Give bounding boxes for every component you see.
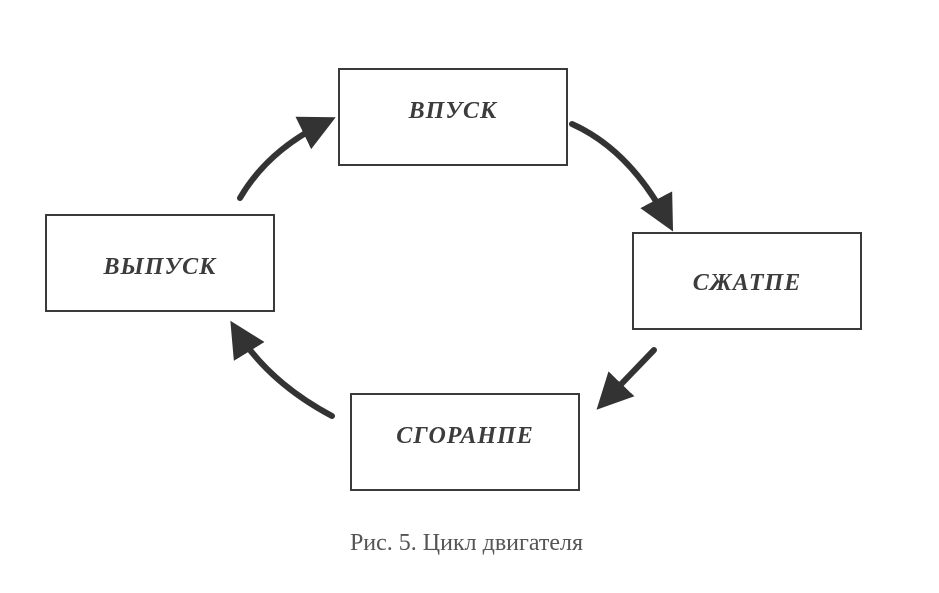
node-intake: ВПУСК (338, 68, 568, 166)
node-combustion-label: СГОРАНПЕ (396, 422, 534, 449)
arrow-combustion-to-exhaust (230, 320, 335, 419)
node-intake-label: ВПУСК (408, 97, 498, 124)
node-combustion: СГОРАНПЕ (350, 393, 580, 491)
figure-caption: Рис. 5. Цикл двигателя (0, 530, 939, 557)
node-compression-label: СЖАТПЕ (692, 269, 802, 296)
arrow-intake-to-compression (569, 121, 674, 232)
node-compression: СЖАТПЕ (632, 232, 862, 330)
figure-caption-text: Рис. 5. Цикл двигателя (349, 530, 584, 556)
arrow-exhaust-to-intake (237, 116, 336, 201)
arrow-compression-to-combustion (596, 347, 657, 410)
node-exhaust: ВЫПУСК (45, 214, 275, 312)
node-exhaust-label: ВЫПУСК (103, 253, 217, 280)
